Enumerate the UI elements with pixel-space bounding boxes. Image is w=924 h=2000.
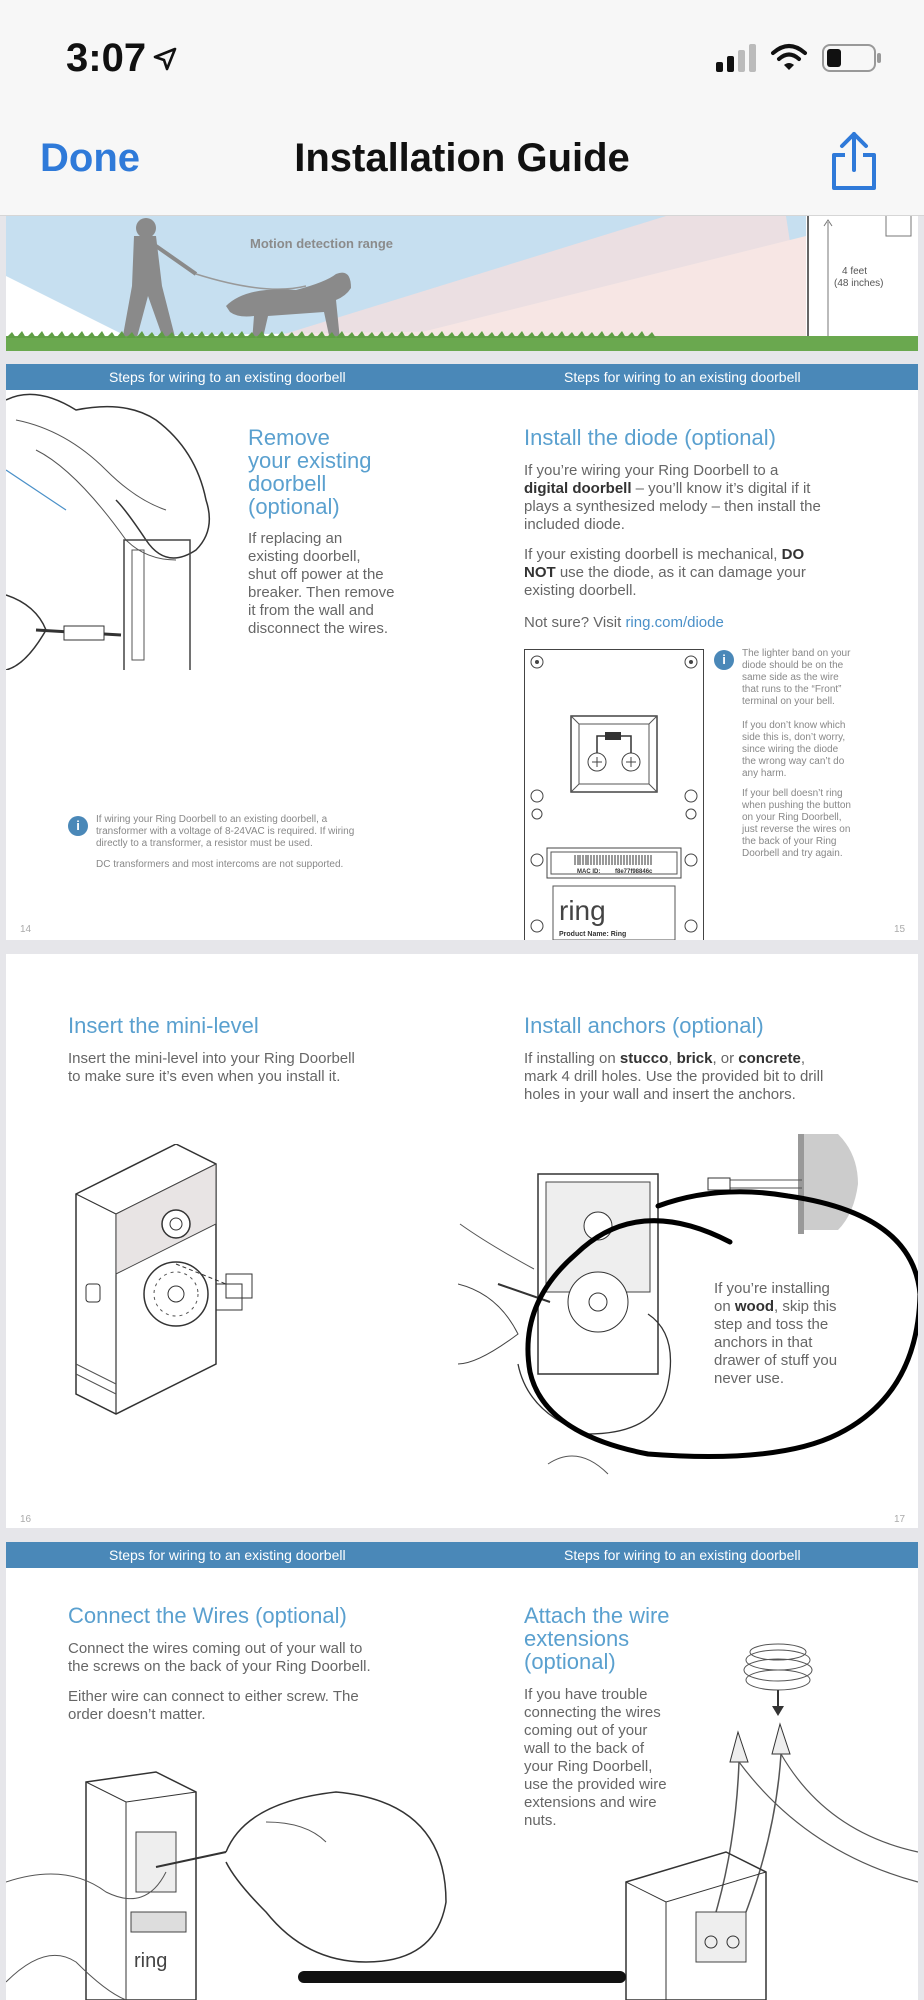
- connect-wires-body: Connect the wires coming out of your wal…: [68, 1640, 371, 1675]
- status-time: 3:07: [66, 36, 147, 80]
- motion-range-label: Motion detection range: [250, 236, 393, 251]
- guide-page-14-15: Steps for wiring to an existing doorbell…: [6, 364, 918, 940]
- doorbell-back-drawing: MAC ID: f8e77f98846c ring Product Name: …: [530, 655, 698, 940]
- wood-note: If you’re installing on wood, skip this …: [714, 1280, 838, 1387]
- done-button[interactable]: Done: [40, 136, 140, 180]
- status-bar: 3:07: [0, 0, 924, 110]
- height-sub-label: (48 inches): [834, 278, 883, 289]
- connect-wires-illustration: ring: [6, 1771, 447, 2000]
- guide-page-16-17: Insert the mini-level Insert the mini-le…: [6, 954, 918, 1528]
- remove-doorbell-heading: Remove your existing doorbell (optional): [248, 425, 372, 519]
- banner-text-left: Steps for wiring to an existing doorbell: [109, 1547, 346, 1563]
- banner-text-left: Steps for wiring to an existing doorbell: [109, 369, 346, 385]
- banner-text-right: Steps for wiring to an existing doorbell: [564, 369, 801, 385]
- dc-transformer-note: DC transformers and most intercoms are n…: [96, 859, 344, 870]
- banner-text-right: Steps for wiring to an existing doorbell: [564, 1547, 801, 1563]
- info-icon: i: [714, 650, 734, 670]
- install-diode-body: If you’re wiring your Ring Doorbell to a…: [524, 462, 821, 533]
- diode-tip-2: If you don’t know which side this is, do…: [742, 720, 846, 779]
- battery-icon: [822, 44, 881, 72]
- home-indicator[interactable]: [298, 1971, 626, 1983]
- doorbell-back-illustration: MAC ID: f8e77f98846c ring Product Name: …: [524, 649, 704, 940]
- page-number-left: 16: [20, 1514, 32, 1525]
- section-banner: Steps for wiring to an existing doorbell…: [6, 1542, 918, 1568]
- install-anchors-illustration: [458, 1134, 918, 1475]
- install-diode-heading: Install the diode (optional): [524, 425, 776, 450]
- guide-page-18-19: Steps for wiring to an existing doorbell…: [6, 1542, 918, 2000]
- diode-tip-1: The lighter band on your diode should be…: [742, 648, 851, 707]
- ring-logo: ring: [559, 895, 606, 926]
- anchors-heading: Install anchors (optional): [524, 1013, 764, 1038]
- wire-extensions-body: If you have trouble connecting the wires…: [524, 1686, 667, 1829]
- mac-label: MAC ID:: [577, 869, 600, 875]
- mini-level-heading: Insert the mini-level: [68, 1013, 259, 1038]
- mac-value: f8e77f98846c: [615, 869, 653, 875]
- signal-icon: [716, 44, 756, 72]
- motion-range-illustration: Motion detection range 4 feet (48 inches…: [6, 216, 918, 351]
- nav-bar: Done Installation Guide: [0, 110, 924, 216]
- mechanical-doorbell-note: If your existing doorbell is mechanical,…: [524, 546, 806, 599]
- ring-logo: ring: [134, 1950, 167, 1972]
- page-number-right: 17: [894, 1514, 906, 1525]
- transformer-note: If wiring your Ring Doorbell to an exist…: [96, 814, 355, 849]
- guide-page-motion-range: Motion detection range 4 feet (48 inches…: [6, 216, 918, 351]
- section-banner: Steps for wiring to an existing doorbell…: [6, 364, 918, 390]
- remove-doorbell-body: If replacing an existing doorbell, shut …: [248, 530, 395, 637]
- connect-wires-body-2: Either wire can connect to either screw.…: [68, 1688, 359, 1723]
- location-arrow-icon: [153, 47, 177, 71]
- page-number-right: 15: [894, 924, 906, 935]
- page-number-left: 14: [20, 924, 32, 935]
- connect-wires-heading: Connect the Wires (optional): [68, 1603, 347, 1628]
- anchors-body: If installing on stucco, brick, or concr…: [524, 1050, 824, 1103]
- product-name: Product Name: Ring: [559, 931, 626, 938]
- diode-tip-3: If your bell doesn’t ring when pushing t…: [742, 788, 851, 859]
- wifi-icon: [771, 44, 807, 70]
- share-button[interactable]: [828, 130, 880, 194]
- wire-extensions-heading: Attach the wire extensions (optional): [524, 1603, 670, 1674]
- mini-level-illustration: [75, 1144, 253, 1415]
- diode-link[interactable]: ring.com/diode: [625, 614, 724, 631]
- mini-level-body: Insert the mini-level into your Ring Doo…: [68, 1050, 355, 1085]
- share-icon: [832, 132, 876, 190]
- height-label: 4 feet: [842, 266, 867, 277]
- info-icon: i: [68, 816, 88, 836]
- not-sure-line: Not sure? Visit ring.com/diode: [524, 614, 724, 631]
- wire-extensions-illustration: [625, 1643, 918, 2000]
- remove-doorbell-illustration: [6, 393, 211, 670]
